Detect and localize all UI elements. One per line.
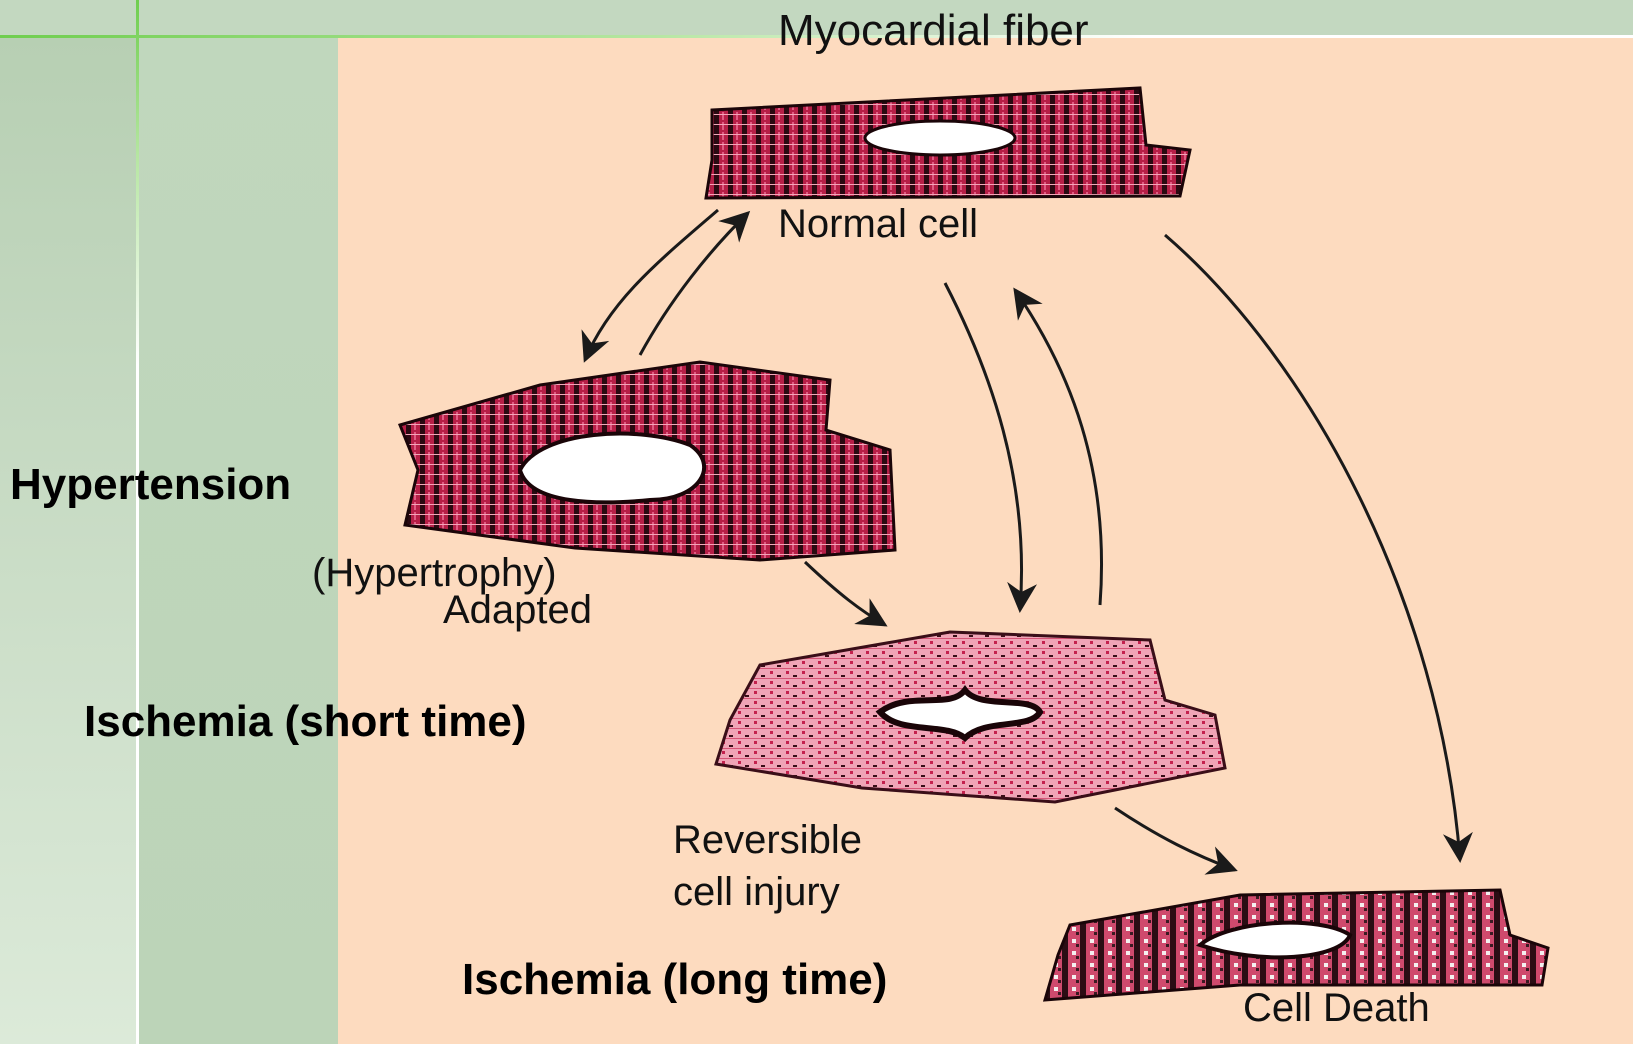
normal-cell-label: Normal cell [778, 202, 978, 247]
arrow-normal-to-reversible [945, 283, 1022, 610]
adapted-label: Adapted [443, 588, 592, 633]
normal-cell-image [706, 88, 1190, 198]
reversible-label-line2: cell injury [673, 870, 840, 915]
dead-cell-image [1045, 890, 1548, 1000]
ischemia-short-label: Ischemia (short time) [84, 697, 527, 747]
adapted-cell-image [400, 362, 895, 560]
diagram-title: Myocardial fiber [778, 6, 1089, 56]
cell-death-label: Cell Death [1243, 986, 1430, 1031]
arrow-reversible-to-normal [1015, 290, 1102, 605]
arrow-adapted-to-reversible [805, 562, 885, 625]
arrow-adapted-to-normal [640, 213, 748, 355]
normal-cell-nucleus [865, 121, 1015, 155]
reversible-cell-image [716, 632, 1225, 802]
reversible-label-line1: Reversible [673, 818, 862, 863]
hypertension-label: Hypertension [10, 460, 291, 510]
ischemia-long-label: Ischemia (long time) [462, 955, 887, 1005]
arrow-reversible-to-death [1115, 808, 1235, 870]
